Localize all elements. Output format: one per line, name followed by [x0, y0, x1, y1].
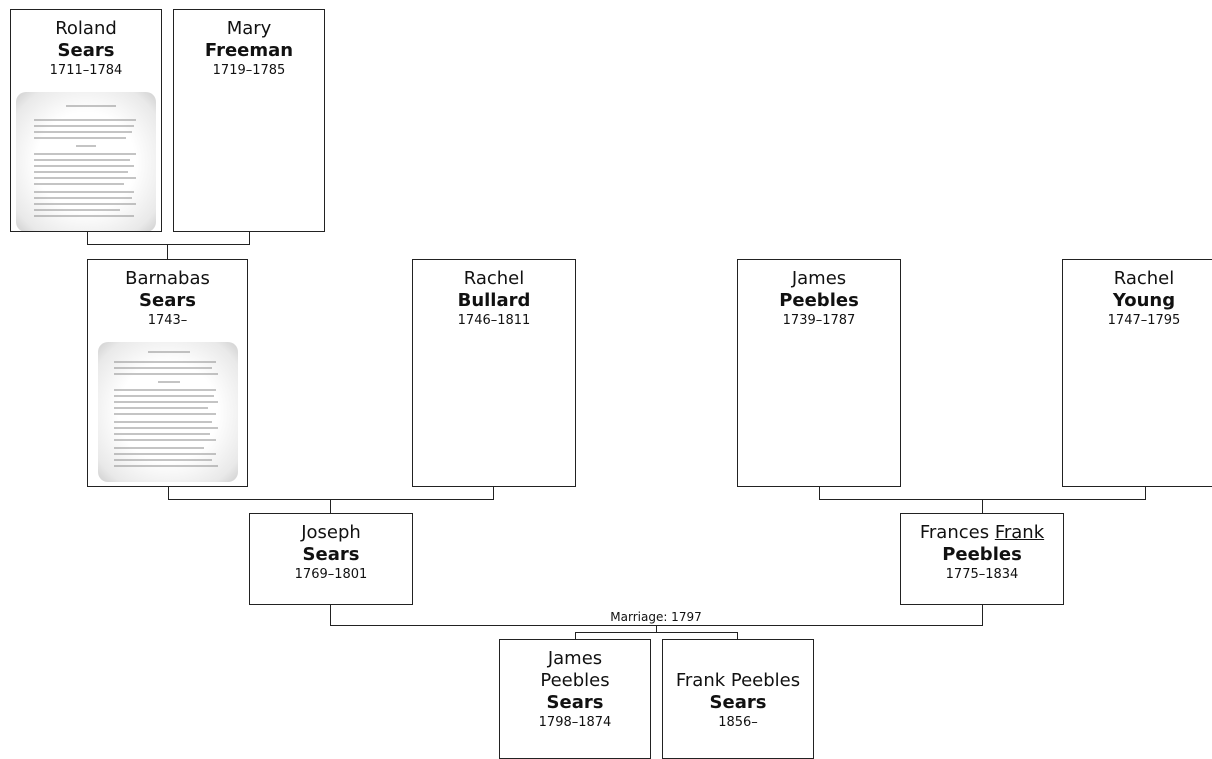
- marriage-line: [330, 625, 983, 626]
- connector-line: [575, 632, 576, 639]
- life-dates: 1743–: [147, 313, 188, 328]
- person-card-rachel-bullard[interactable]: Rachel Bullard 1746–1811: [412, 259, 576, 487]
- connector-line: [493, 487, 494, 500]
- connector-line: [168, 499, 494, 500]
- connector-line: [737, 632, 738, 639]
- life-dates: 1747–1795: [1107, 313, 1181, 328]
- connector-line: [167, 244, 168, 259]
- connector-line: [656, 626, 657, 632]
- given-name: James: [547, 648, 603, 669]
- document-image[interactable]: [16, 92, 156, 231]
- given-name-part: Frances: [919, 522, 990, 543]
- connector-line: [1145, 487, 1146, 500]
- person-card-james-peebles-sears[interactable]: James Peebles Sears 1798–1874: [499, 639, 651, 759]
- connector-line: [982, 605, 983, 626]
- person-card-mary-freeman[interactable]: Mary Freeman 1719–1785: [173, 9, 325, 232]
- surname: Sears: [546, 692, 604, 713]
- person-card-frances-peebles[interactable]: Frances Frank Peebles 1775–1834: [900, 513, 1064, 605]
- person-card-barnabas-sears[interactable]: Barnabas Sears 1743–: [87, 259, 248, 487]
- person-card-roland-sears[interactable]: Roland Sears 1711–1784: [10, 9, 162, 232]
- life-dates: 1711–1784: [49, 63, 123, 78]
- given-name: Rachel: [463, 268, 525, 289]
- connector-line: [168, 487, 169, 500]
- given-name: Barnabas: [125, 268, 210, 289]
- given-name: Joseph: [301, 522, 361, 543]
- surname: Peebles: [942, 544, 1022, 565]
- given-name: Mary: [226, 18, 272, 39]
- person-card-james-peebles[interactable]: James Peebles 1739–1787: [737, 259, 901, 487]
- connector-line: [87, 232, 88, 245]
- document-image[interactable]: [97, 342, 238, 482]
- person-card-rachel-young[interactable]: Rachel Young 1747–1795: [1062, 259, 1212, 487]
- connector-line: [330, 499, 331, 513]
- life-dates: 1719–1785: [212, 63, 286, 78]
- connector-line: [87, 244, 250, 245]
- given-name: Frances Frank: [901, 522, 1063, 544]
- nickname: Frank: [994, 522, 1045, 543]
- marriage-label: Marriage: 1797: [608, 610, 704, 624]
- life-dates: 1856–: [718, 715, 758, 730]
- connector-line: [249, 232, 250, 245]
- person-card-frank-peebles-sears[interactable]: Frank Peebles Sears 1856–: [662, 639, 814, 759]
- surname: Freeman: [204, 40, 294, 61]
- surname: Young: [1112, 290, 1176, 311]
- given-name: Roland: [55, 18, 117, 39]
- given-name: Rachel: [1113, 268, 1175, 289]
- given-name-line2: Peebles: [540, 670, 610, 691]
- surname: Bullard: [457, 290, 531, 311]
- surname: Sears: [709, 692, 767, 713]
- given-name: James: [791, 268, 847, 289]
- life-dates: 1746–1811: [457, 313, 531, 328]
- life-dates: 1769–1801: [294, 567, 368, 582]
- connector-line: [982, 499, 983, 513]
- life-dates: 1798–1874: [538, 715, 612, 730]
- person-card-joseph-sears[interactable]: Joseph Sears 1769–1801: [249, 513, 413, 605]
- connector-line: [575, 632, 738, 633]
- life-dates: 1739–1787: [782, 313, 856, 328]
- surname: Peebles: [779, 290, 859, 311]
- surname: Sears: [57, 40, 115, 61]
- surname: Sears: [139, 290, 196, 311]
- life-dates: 1775–1834: [945, 567, 1019, 582]
- connector-line: [819, 487, 820, 500]
- connector-line: [330, 605, 331, 626]
- surname: Sears: [302, 544, 360, 565]
- given-name: Frank Peebles: [675, 670, 801, 691]
